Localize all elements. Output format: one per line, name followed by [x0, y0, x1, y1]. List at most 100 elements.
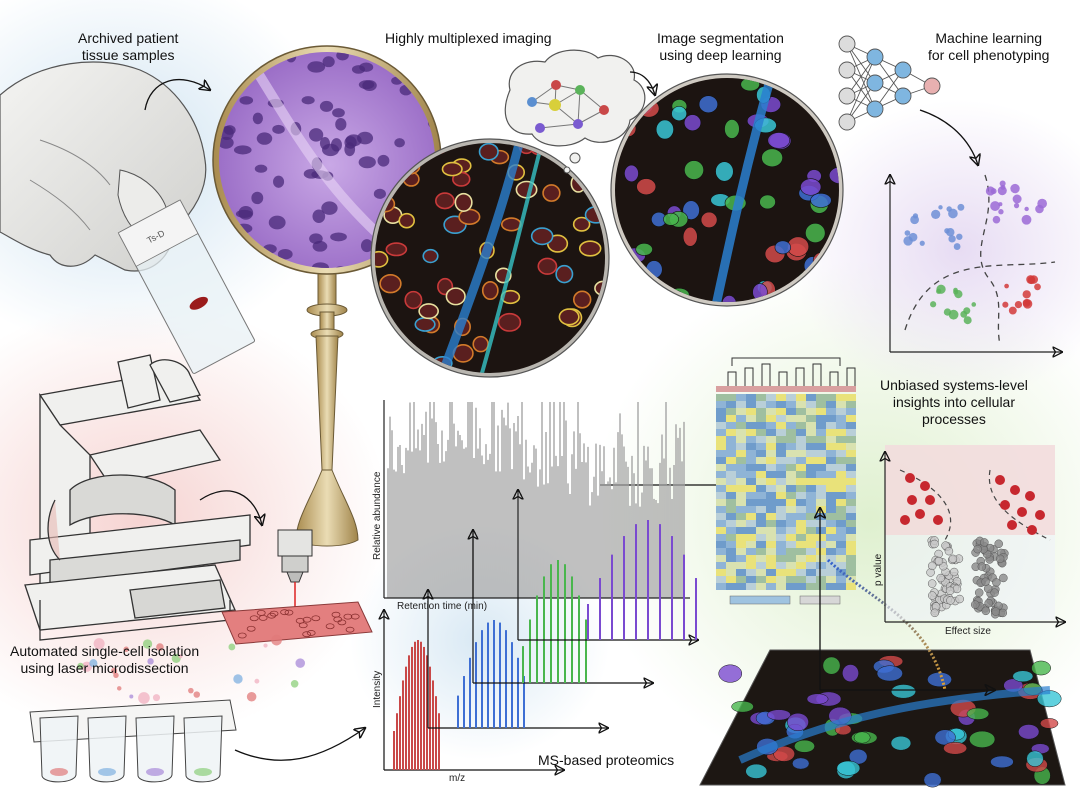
- heatmap-cell: [756, 569, 766, 576]
- heatmap-cell: [826, 443, 836, 450]
- heatmap-cell: [816, 555, 826, 562]
- fluor-cell: [380, 275, 401, 293]
- heatmap-cell: [846, 555, 856, 562]
- heatmap-cell: [816, 415, 826, 422]
- heatmap-cell: [726, 464, 736, 471]
- map-cell: [877, 666, 903, 681]
- fluor-cell: [419, 304, 438, 318]
- heatmap-cell: [756, 541, 766, 548]
- heatmap-cell: [806, 422, 816, 429]
- heatmap-cell: [826, 541, 836, 548]
- heatmap-cell: [806, 534, 816, 541]
- heatmap-cell: [766, 513, 776, 520]
- heatmap-cell: [786, 583, 796, 590]
- fluor-cell: [455, 194, 471, 212]
- map-cell: [967, 708, 989, 719]
- heatmap-cell: [806, 394, 816, 401]
- fluor-cell: [423, 250, 438, 263]
- heatmap-cell: [766, 562, 776, 569]
- heatmap-cell: [846, 450, 856, 457]
- fluor-cell: [502, 218, 521, 231]
- fluor-cell: [550, 366, 565, 381]
- heatmap-cell: [716, 583, 726, 590]
- cluster-point: [1004, 284, 1009, 289]
- heatmap-cell: [756, 408, 766, 415]
- heatmap-cell: [756, 576, 766, 583]
- heatmap-cell: [786, 401, 796, 408]
- fluor-cell: [446, 288, 465, 305]
- heatmap-cell: [786, 415, 796, 422]
- heatmap-cell: [756, 401, 766, 408]
- heatmap-cell: [816, 401, 826, 408]
- heatmap-cell: [776, 499, 786, 506]
- heatmap-cell: [806, 541, 816, 548]
- heatmap-cell: [836, 394, 846, 401]
- heatmap-cell: [736, 394, 746, 401]
- heatmap-cell: [796, 548, 806, 555]
- heatmap-cell: [746, 422, 756, 429]
- map-cell: [767, 710, 790, 720]
- heatmap-cell: [776, 401, 786, 408]
- heatmap-cell: [756, 394, 766, 401]
- heatmap-cell: [816, 583, 826, 590]
- label-line: Image segmentation: [657, 30, 784, 47]
- heatmap-cell: [746, 408, 756, 415]
- cluster-point: [949, 310, 959, 320]
- heatmap-cell: [766, 436, 776, 443]
- droplet: [117, 686, 121, 690]
- heatmap-cell: [846, 520, 856, 527]
- heatmap-cell: [766, 499, 776, 506]
- heatmap-cell: [736, 555, 746, 562]
- nn-node: [839, 62, 855, 78]
- volcano-point: [946, 587, 954, 595]
- volcano-significant-point: [920, 481, 930, 491]
- label-image-segmentation: Image segmentation using deep learning: [657, 30, 784, 64]
- heatmap-cell: [786, 513, 796, 520]
- heatmap-cell: [746, 401, 756, 408]
- heatmap-cell: [726, 436, 736, 443]
- segmented-cell: [813, 96, 833, 113]
- droplet: [295, 658, 305, 668]
- heatmap-cell: [756, 415, 766, 422]
- heatmap-cell: [736, 569, 746, 576]
- segmented-cell: [805, 223, 825, 242]
- volcano-point: [985, 599, 993, 607]
- cluster-point: [963, 307, 970, 314]
- heatmap-cell: [846, 436, 856, 443]
- heatmap-cell: [846, 464, 856, 471]
- heatmap-cell: [826, 534, 836, 541]
- map-cell: [990, 756, 1013, 768]
- heatmap-cell: [766, 415, 776, 422]
- volcano-significant-point: [907, 495, 917, 505]
- heatmap-cell: [806, 450, 816, 457]
- heatmap-cell: [836, 541, 846, 548]
- heatmap-cell: [826, 583, 836, 590]
- heatmap-cell: [816, 429, 826, 436]
- heatmap-cell: [806, 576, 816, 583]
- map-cell: [1027, 751, 1044, 767]
- heatmap-cell: [786, 562, 796, 569]
- heatmap-cell: [736, 464, 746, 471]
- heatmap-cell: [716, 485, 726, 492]
- nn-node: [839, 114, 855, 130]
- heatmap-cell: [806, 548, 816, 555]
- heatmap-cell: [746, 485, 756, 492]
- segmented-cell: [637, 179, 656, 195]
- heatmap-cell: [726, 499, 736, 506]
- heatmap-cell: [796, 429, 806, 436]
- volcano-significant-point: [1007, 520, 1017, 530]
- he-nucleus: [321, 201, 337, 214]
- heatmap-cell: [726, 534, 736, 541]
- volcano-point: [974, 545, 982, 553]
- heatmap-cell: [836, 464, 846, 471]
- volcano-point: [950, 568, 958, 576]
- cluster-point: [1023, 290, 1031, 298]
- heatmap-cell: [766, 408, 776, 415]
- axis-label-p-value: p value: [873, 554, 884, 586]
- he-nucleus: [352, 65, 365, 74]
- nn-node: [867, 75, 883, 91]
- heatmap-cell: [716, 506, 726, 513]
- label-line: for cell phenotyping: [928, 47, 1049, 64]
- volcano-point: [982, 578, 990, 586]
